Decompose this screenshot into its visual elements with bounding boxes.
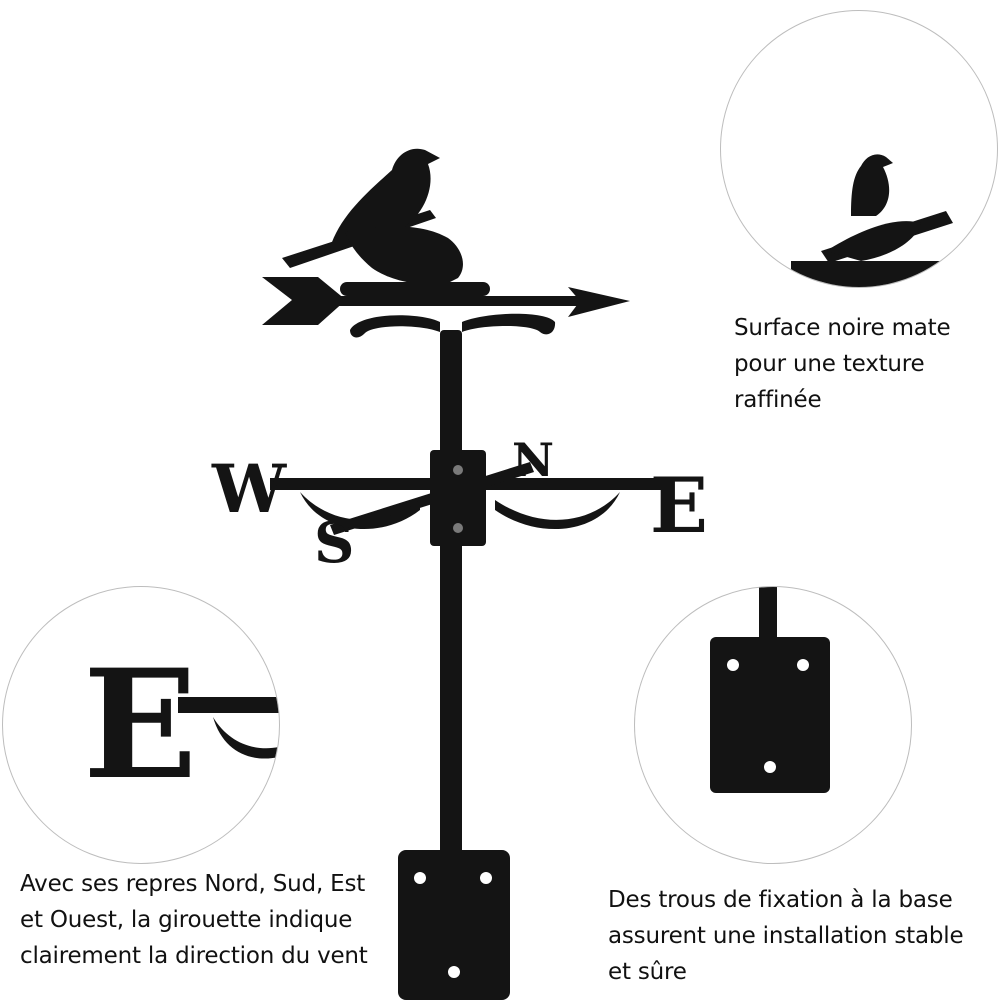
letter-detail-illustration: E [83,637,279,813]
arrow-scroll [350,315,440,338]
caption-line: et sûre [608,959,687,985]
pole [440,330,462,870]
callout-circle-mount [634,586,912,864]
caption-directions: Avec ses repres Nord, Sud, Est et Ouest,… [20,866,368,974]
mounting-hole [727,659,739,671]
filigree-right [495,492,620,530]
caption-line: pour une texture [734,351,925,377]
bracket-bolt [453,523,463,533]
perch-mound [340,282,490,296]
caption-line: Surface noire mate [734,315,951,341]
compass-letter-east: E [83,637,197,813]
base-plate [398,850,510,1000]
caption-line: Des trous de fixation à la base [608,887,953,913]
bracket-bolt [453,465,463,475]
mount-detail-illustration [710,587,830,793]
bird-detail-illustration [791,154,961,287]
bird-upper [330,148,440,248]
caption-mounting: Des trous de fixation à la base assurent… [608,882,964,990]
filigree [213,717,279,759]
caption-line: assurent une installation stable [608,923,964,949]
arrow-shaft [300,296,580,306]
callout-circle-letter: E [2,586,280,864]
compass-letter-north: N [512,433,554,487]
mounting-hole [797,659,809,671]
base-plate [710,637,830,793]
caption-line: Avec ses repres Nord, Sud, Est [20,871,366,897]
perch [791,261,961,287]
arrow-head [568,287,630,317]
arrow-scroll [462,313,556,335]
caption-line: clairement la direction du vent [20,943,368,969]
bird-lower [345,226,463,285]
bird-upper [851,154,893,216]
compass-bracket [430,450,486,546]
bird-lower [826,221,921,261]
arrow-tail [262,277,346,325]
compass-letter-east: E [650,461,708,550]
caption-line: raffinée [734,387,822,413]
compass-letter-west: W [211,450,287,528]
caption-line: et Ouest, la girouette indique [20,907,353,933]
callout-circle-bird [720,10,998,288]
compass-arm [178,697,279,713]
compass-letter-south: S [314,510,354,576]
filigree-left [300,492,420,530]
mounting-hole [764,761,776,773]
caption-surface: Surface noire mate pour une texture raff… [734,310,951,418]
